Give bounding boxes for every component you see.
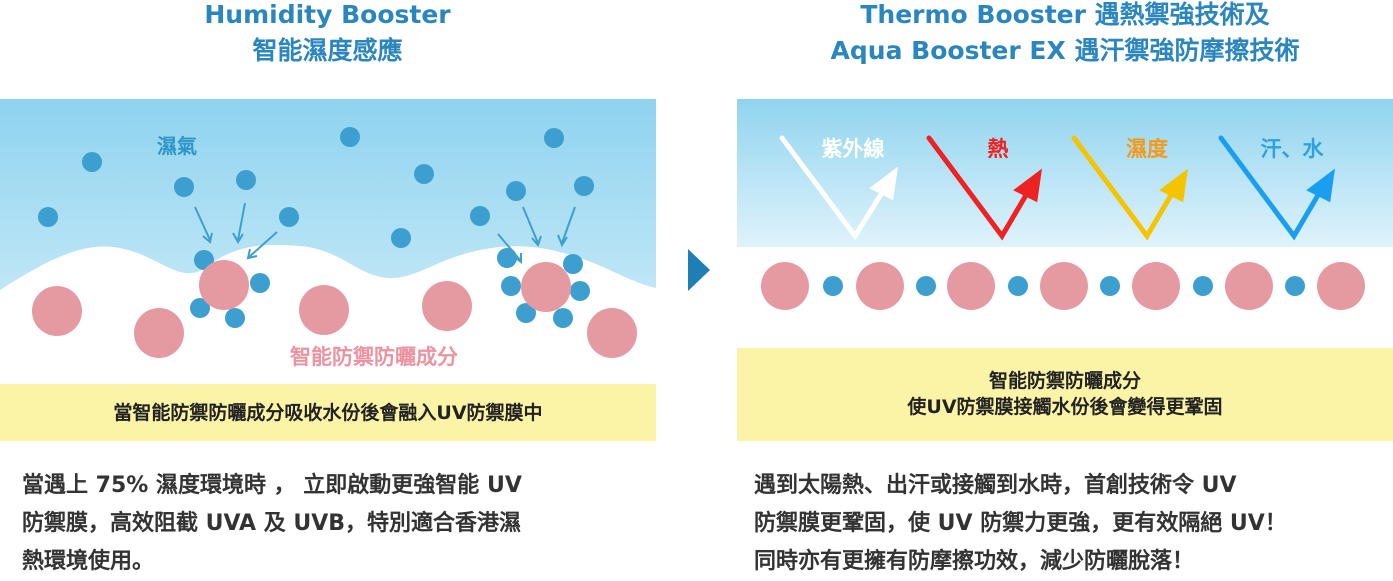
heat-arrow-icon bbox=[926, 135, 1042, 241]
left-desc-line3: 熱環境使用。 bbox=[22, 549, 155, 574]
left-caption: 當智能防禦防曬成分吸收水份後會融入UV防禦膜中 bbox=[0, 400, 656, 426]
left-title: Humidity Booster 智能濕度感應 bbox=[0, 0, 655, 69]
sweat-water-label: 汗、水 bbox=[1261, 137, 1325, 161]
right-sky bbox=[737, 99, 1393, 247]
right-panel: 紫外線 熱 濕度 汗、水 bbox=[737, 99, 1393, 441]
left-caption-band bbox=[0, 384, 656, 441]
right-title-line1: Thermo Booster 遇熱禦強技術及 bbox=[860, 0, 1270, 29]
right-caption: 智能防禦防曬成分 使UV防禦膜接觸水份後會變得更鞏固 bbox=[737, 368, 1393, 420]
left-title-line1: Humidity Booster bbox=[204, 0, 451, 29]
left-title-line2: 智能濕度感應 bbox=[252, 36, 403, 65]
right-desc-line2: 防禦膜更鞏固，使 UV 防禦力更強，更有效隔絕 UV！ bbox=[754, 511, 1287, 536]
vapor-label: 濕氣 bbox=[157, 134, 197, 158]
left-components bbox=[32, 260, 637, 358]
right-film-row bbox=[761, 262, 1365, 310]
sweat-water-arrow-icon bbox=[1218, 135, 1335, 241]
right-desc-line1: 遇到太陽熱、出汗或接觸到水時，首創技術令 UV bbox=[754, 473, 1237, 498]
right-description: 遇到太陽熱、出汗或接觸到水時，首創技術令 UV 防禦膜更鞏固，使 UV 防禦力更… bbox=[754, 467, 1287, 581]
right-caption-band bbox=[737, 348, 1393, 441]
right-desc-line3: 同時亦有更擁有防摩擦功效，減少防曬脫落！ bbox=[754, 549, 1195, 574]
left-desc-line2: 防禦膜，高效阻截 UVA 及 UVB，特別適合香港濕 bbox=[22, 511, 522, 536]
humidity-label: 濕度 bbox=[1126, 137, 1168, 161]
left-panel: 濕氣 智能防禦防曬成分 bbox=[0, 99, 656, 441]
next-arrow-icon bbox=[688, 249, 710, 291]
right-caption-line2: 使UV防禦膜接觸水份後會變得更鞏固 bbox=[907, 396, 1223, 418]
humidity-arrow-icon bbox=[1071, 135, 1188, 241]
right-title-line2: Aqua Booster EX 遇汗禦強防摩擦技術 bbox=[830, 36, 1300, 65]
uv-arrow-icon bbox=[779, 135, 898, 241]
left-desc-line1: 當遇上 75% 濕度環境時 ， 立即啟動更強智能 UV bbox=[22, 473, 522, 498]
left-caption-text: 當智能防禦防曬成分吸收水份後會融入UV防禦膜中 bbox=[113, 402, 543, 424]
component-label: 智能防禦防曬成分 bbox=[290, 345, 458, 369]
uv-label: 紫外線 bbox=[822, 137, 885, 161]
left-droplets bbox=[38, 127, 594, 328]
right-title: Thermo Booster 遇熱禦強技術及 Aqua Booster EX 遇… bbox=[737, 0, 1393, 69]
right-caption-line1: 智能防禦防曬成分 bbox=[988, 370, 1141, 392]
left-description: 當遇上 75% 濕度環境時 ， 立即啟動更強智能 UV 防禦膜，高效阻截 UVA… bbox=[22, 467, 522, 581]
absorb-arrows bbox=[194, 202, 576, 264]
heat-label: 熱 bbox=[988, 137, 1009, 161]
